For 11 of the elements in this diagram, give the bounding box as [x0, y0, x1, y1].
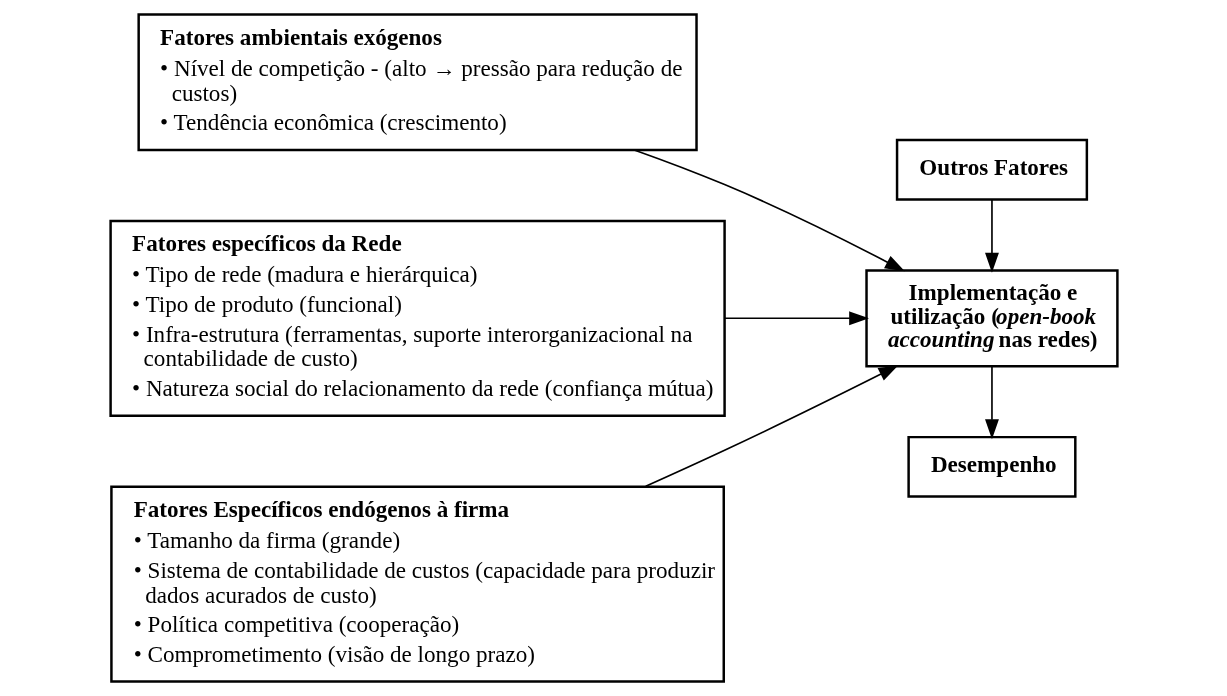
node-box: Fatores específicos da Rede • Tipo de rede (madura e hierárquica) • Tipo de produto (funcional) • Infra-estrutura (ferramentas, suporte interorganizacional na contabilidade de custo) • Natureza social do relacionamento da rede (confiança mútua): [108, 219, 726, 417]
arrow: [984, 365, 999, 440]
node-box: Outros Fatores: [895, 138, 1088, 201]
node-box: Desempenho: [906, 435, 1077, 498]
arrow: [984, 198, 999, 273]
node-box: Fatores Específicos endógenos à firma • Tamanho da firma (grande) • Sistema de contabilidade de custos (capacidade para produzir dados acurados de custo) • Política competitiva (cooperação) • Comprometimento (visão de longo prazo): [109, 485, 725, 683]
arrow: [632, 149, 905, 272]
node-box: Implementação e utilização (open-book accounting nas redes): [864, 269, 1119, 368]
node-box: Fatores ambientais exógenos • Nível de competição - (alto → pressão para redução de custos) • Tendência econômica (crescimento): [136, 13, 698, 152]
arrow: [723, 311, 869, 326]
arrow: [644, 365, 898, 488]
